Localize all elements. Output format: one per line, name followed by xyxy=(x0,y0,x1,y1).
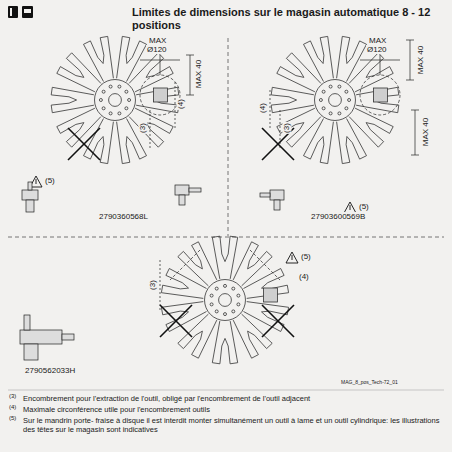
dimension-label: Ø120 xyxy=(366,45,388,54)
dimension-label: (3) xyxy=(282,122,291,134)
footnote-text: Encombrement pour l'extraction de l'outi… xyxy=(22,395,311,404)
dimension-label: (4) xyxy=(298,272,310,281)
dimension-label: MAX xyxy=(148,36,167,45)
dimension-label: (4) xyxy=(258,102,267,114)
dimension-label: Ø120 xyxy=(146,45,168,54)
dimension-label: MAX xyxy=(368,36,387,45)
dimension-label: (5) xyxy=(44,176,56,185)
footnote-text: (3) xyxy=(8,393,17,400)
dimension-label: 2790562033H xyxy=(24,366,76,375)
dimension-label: MAX 40 xyxy=(416,45,425,75)
dimension-label: 27903600569B xyxy=(310,212,366,221)
dimension-label: 2790360568L xyxy=(98,212,149,221)
footnote-text: (4) xyxy=(8,404,17,411)
dimension-label: (5) xyxy=(358,202,370,211)
dimension-label: (4) xyxy=(176,98,185,110)
dimension-label: (3) xyxy=(138,122,147,134)
dimension-label: MAX 40 xyxy=(194,59,203,89)
book-icon xyxy=(8,6,18,18)
dimension-label: MAG_8_pos_Tech-72_01 xyxy=(340,380,399,386)
footnote-text: Sur le mandrin porte- fraise à disque il… xyxy=(22,417,444,434)
dimension-label: (5) xyxy=(300,252,312,261)
dimension-label: MAX 40 xyxy=(421,117,430,147)
machine-icon xyxy=(22,6,33,18)
footnote-text: (5) xyxy=(8,415,17,422)
footnote-text: Maximale circonférence utile pour l'enco… xyxy=(22,406,211,415)
page-title: Limites de dimensions sur le magasin aut… xyxy=(132,6,432,32)
dimension-label: (3) xyxy=(148,279,157,291)
